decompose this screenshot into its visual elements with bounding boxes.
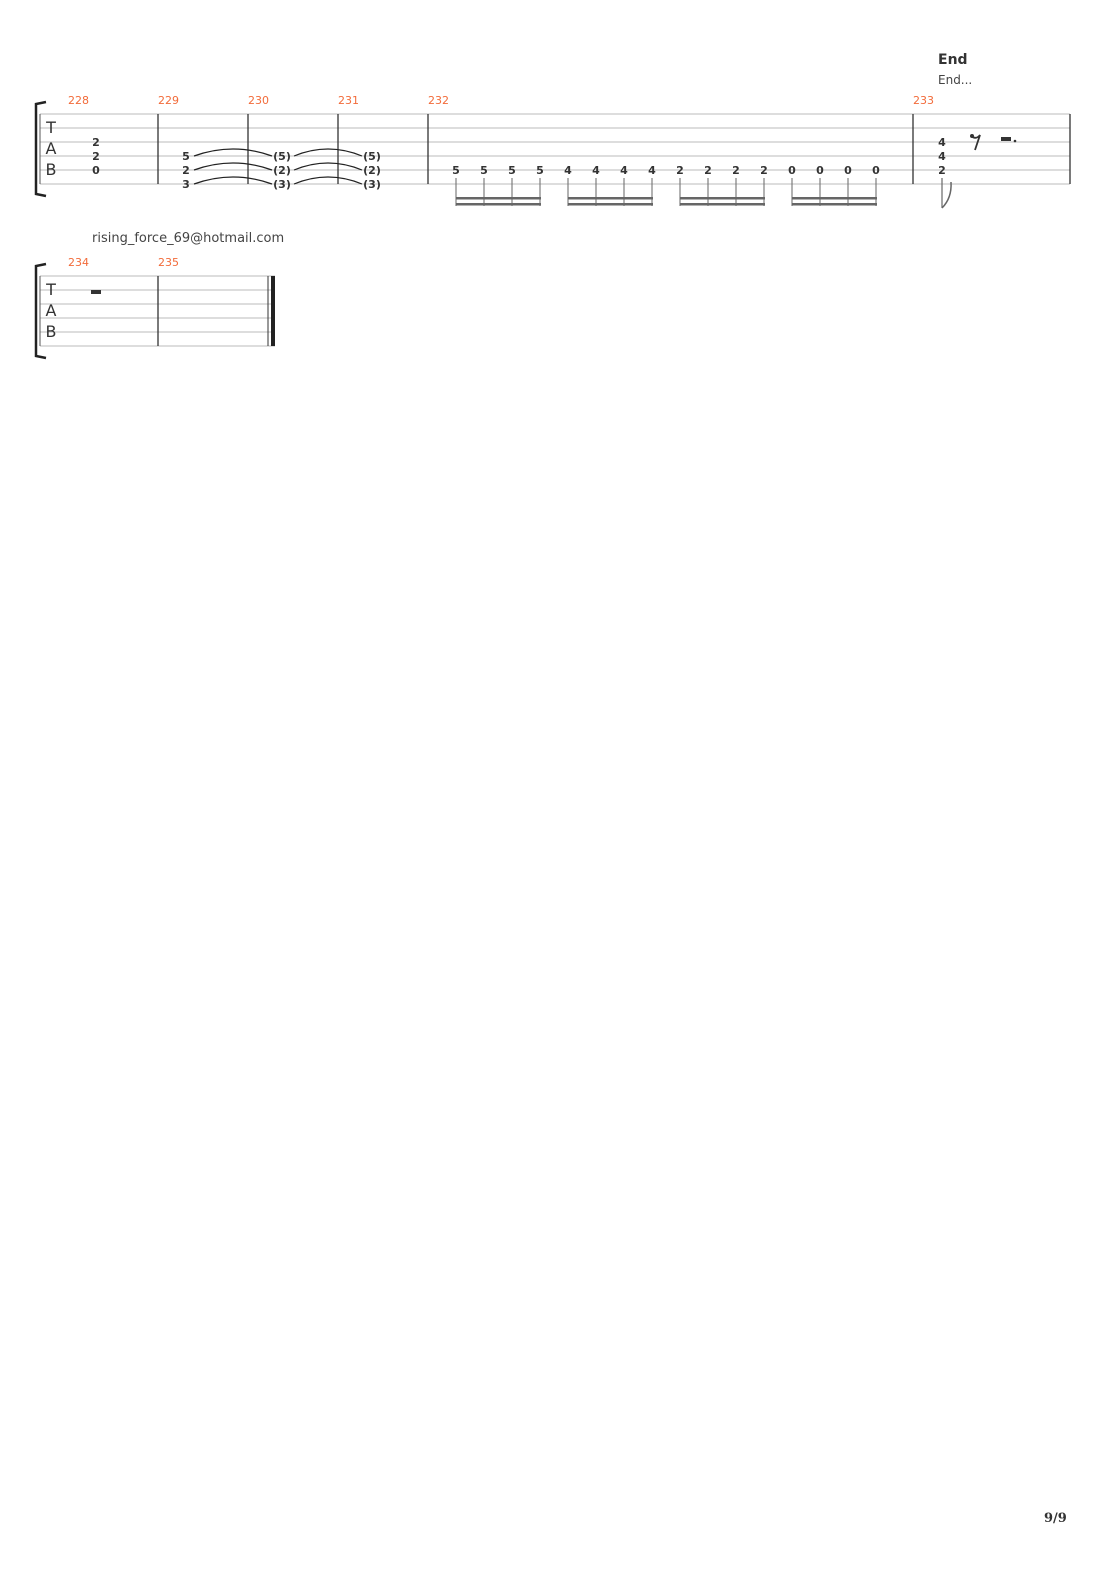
author-email: rising_force_69@hotmail.com bbox=[92, 231, 284, 246]
fret-number: 2 bbox=[938, 164, 946, 177]
fret-number: 4 bbox=[648, 164, 656, 177]
tie bbox=[193, 176, 273, 185]
fret-number: 2 bbox=[676, 164, 684, 177]
fret-number: 5 bbox=[480, 164, 488, 177]
beam bbox=[792, 203, 877, 206]
measure-number: 232 bbox=[428, 94, 449, 107]
tie bbox=[293, 148, 363, 157]
fret-number: 5 bbox=[508, 164, 516, 177]
tab-clef-letter: T bbox=[45, 118, 56, 137]
tab-clef-letter: B bbox=[46, 322, 57, 341]
fret-number: (2) bbox=[363, 164, 381, 177]
beam bbox=[568, 197, 653, 200]
beam bbox=[680, 197, 765, 200]
page-number: 9/9 bbox=[1044, 1511, 1067, 1526]
tab-clef-letter: T bbox=[45, 280, 56, 299]
fret-number: 4 bbox=[564, 164, 572, 177]
beam bbox=[792, 197, 877, 200]
fret-number: 4 bbox=[938, 150, 946, 163]
fret-number: 5 bbox=[182, 150, 190, 163]
system-bracket bbox=[34, 100, 47, 198]
tab-clef-letter: B bbox=[46, 160, 57, 179]
beam bbox=[456, 197, 541, 200]
measure-number: 228 bbox=[68, 94, 89, 107]
fret-number: 0 bbox=[816, 164, 824, 177]
fret-number: 2 bbox=[704, 164, 712, 177]
measure-number: 230 bbox=[248, 94, 269, 107]
fret-number: 4 bbox=[938, 136, 946, 149]
fret-number: 2 bbox=[760, 164, 768, 177]
measure-number: 233 bbox=[913, 94, 934, 107]
beam bbox=[568, 203, 653, 206]
fret-number: 0 bbox=[872, 164, 880, 177]
tab-clef-letter: A bbox=[46, 301, 57, 320]
half-rest-icon bbox=[1001, 137, 1011, 141]
fret-number: 0 bbox=[92, 164, 100, 177]
half-rest-icon bbox=[91, 290, 101, 294]
dot bbox=[1013, 139, 1017, 143]
fret-number: 0 bbox=[788, 164, 796, 177]
beam bbox=[680, 203, 765, 206]
fret-number: (3) bbox=[363, 178, 381, 191]
fret-number: 0 bbox=[844, 164, 852, 177]
fret-number: (3) bbox=[273, 178, 291, 191]
beam bbox=[456, 203, 541, 206]
tie bbox=[293, 176, 363, 185]
tie bbox=[193, 148, 273, 157]
final-barline bbox=[271, 276, 275, 346]
fret-number: (5) bbox=[273, 150, 291, 163]
fret-number: 5 bbox=[536, 164, 544, 177]
note-flag bbox=[941, 181, 952, 209]
fret-number: (5) bbox=[363, 150, 381, 163]
fret-number: (2) bbox=[273, 164, 291, 177]
fret-number: 2 bbox=[182, 164, 190, 177]
system-bracket bbox=[34, 262, 47, 360]
measure-number: 231 bbox=[338, 94, 359, 107]
fret-number: 5 bbox=[452, 164, 460, 177]
fret-number: 4 bbox=[620, 164, 628, 177]
measure-number: 234 bbox=[68, 256, 89, 269]
section-subtitle: End... bbox=[938, 73, 972, 87]
fret-number: 2 bbox=[92, 150, 100, 163]
tie bbox=[293, 162, 363, 171]
tie bbox=[193, 162, 273, 171]
fret-number: 2 bbox=[92, 136, 100, 149]
eighth-rest-dot bbox=[970, 134, 974, 138]
fret-number: 3 bbox=[182, 178, 190, 191]
tab-clef-letter: A bbox=[46, 139, 57, 158]
fret-number: 2 bbox=[732, 164, 740, 177]
fret-number: 4 bbox=[592, 164, 600, 177]
measure-number: 229 bbox=[158, 94, 179, 107]
section-title: End bbox=[938, 52, 968, 68]
measure-number: 235 bbox=[158, 256, 179, 269]
